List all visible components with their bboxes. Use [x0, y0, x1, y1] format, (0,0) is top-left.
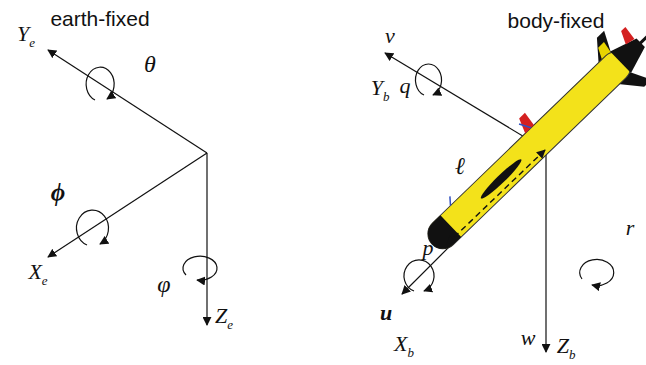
earth-axes	[48, 50, 207, 325]
length-symbol: ℓ	[455, 154, 465, 178]
axis-name: Yb	[371, 77, 390, 103]
rate-symbol: q	[400, 75, 411, 97]
rotation-arcs	[77, 64, 614, 291]
angle-symbol: φ	[157, 272, 170, 296]
frame-title: body-fixed	[508, 10, 605, 31]
axis-name: Xb	[394, 333, 414, 359]
velocity-symbol: v	[385, 25, 395, 47]
velocity-symbol: u	[380, 302, 392, 324]
axis-name: Ze	[215, 305, 233, 331]
angle-symbol: θ	[144, 52, 156, 76]
length-dimension	[447, 150, 545, 244]
velocity-symbol: w	[521, 327, 536, 349]
rate-symbol: r	[626, 217, 635, 239]
axis-name: Ye	[17, 23, 35, 49]
glider-illustration	[408, 0, 646, 269]
angle-symbol: ϕ	[51, 180, 65, 205]
axis-name: Xe	[28, 261, 47, 287]
axis-name: Zb	[557, 335, 576, 361]
frame-title: earth-fixed	[50, 8, 149, 29]
rate-symbol: p	[423, 237, 434, 259]
